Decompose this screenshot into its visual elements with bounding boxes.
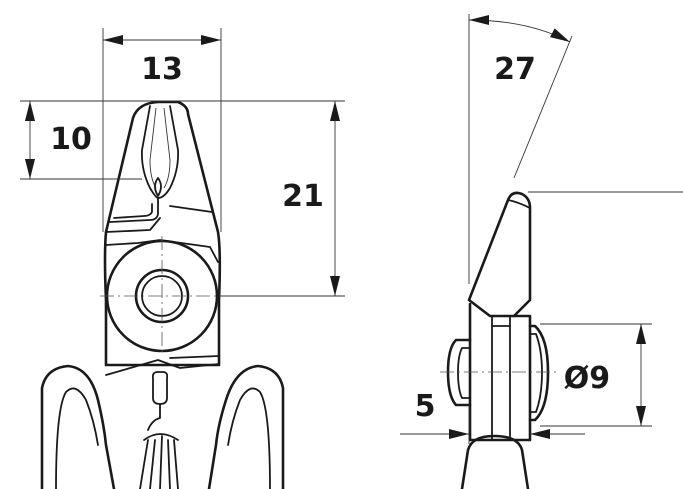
jaw-inner-right	[163, 107, 171, 189]
jaw-split-left	[141, 105, 159, 199]
spring-wire-2	[113, 203, 153, 219]
blade-outline	[467, 191, 532, 318]
dim-label-10: 10	[50, 122, 92, 157]
lower-step	[105, 359, 220, 376]
right-handle-inner	[227, 387, 271, 489]
jaw-split-right	[157, 105, 179, 199]
head-outline	[103, 100, 222, 367]
spring-wire	[109, 197, 159, 223]
dim-label-27: 27	[494, 52, 536, 87]
lower-step-2	[169, 355, 220, 359]
left-handle	[40, 364, 116, 489]
jaw-notch	[154, 177, 162, 197]
dimension-angle-27: 27	[468, 14, 683, 284]
dim-label-21: 21	[282, 179, 324, 214]
jaw-inner-left	[149, 107, 157, 189]
dimension-diameter-9: Ø9	[540, 323, 652, 427]
left-handle-inner	[55, 387, 99, 489]
dimension-head-21: 21	[219, 101, 345, 297]
spring-link	[151, 371, 169, 405]
front-view: 13 10 21	[20, 28, 345, 489]
right-handle	[207, 364, 285, 489]
body-step-left	[105, 217, 161, 233]
body-block	[468, 302, 532, 442]
dim-label-13: 13	[141, 52, 183, 87]
dim-label-5: 5	[415, 389, 436, 424]
dimension-thickness-5: 5	[400, 389, 585, 444]
body-block-front	[491, 315, 511, 441]
spring-coils	[139, 435, 179, 489]
dimension-tip-10: 10	[20, 100, 345, 180]
blade-edge	[507, 199, 531, 209]
spring-coil-top	[143, 433, 179, 441]
dimension-width-13: 13	[102, 28, 222, 232]
pivot-cap-right	[528, 324, 550, 422]
spring-link-stem	[147, 403, 161, 431]
side-handle	[460, 434, 530, 489]
dim-label-diameter: Ø9	[564, 361, 610, 396]
body-step-right	[169, 205, 213, 213]
pivot-cap-left	[446, 338, 472, 407]
side-view: 27 Ø9 5	[400, 14, 683, 489]
pivot-cap-right-inner	[529, 333, 543, 413]
pivot-cap-left-inner	[457, 347, 471, 399]
